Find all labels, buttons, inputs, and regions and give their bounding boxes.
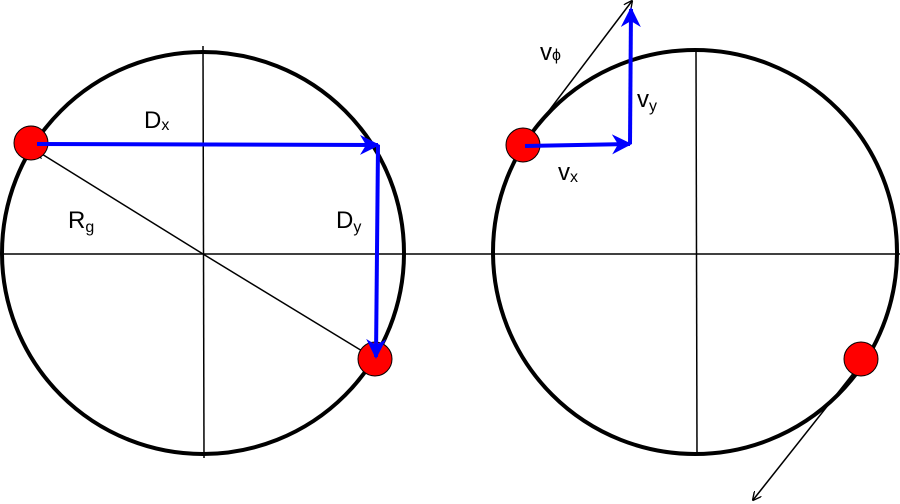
dx-arrow bbox=[36, 134, 380, 155]
vphi-arrow bbox=[522, 1, 632, 146]
vy-label: vy bbox=[637, 86, 657, 115]
right-vertical-axis bbox=[695, 50, 698, 456]
vx-label: vx bbox=[558, 159, 578, 186]
right-panel: vϕ vy vx bbox=[491, 1, 899, 500]
radius-vector-1 bbox=[37, 151, 204, 255]
dy-label: Dy bbox=[336, 207, 361, 236]
dy-arrow bbox=[366, 144, 387, 359]
particle-right-2 bbox=[843, 341, 879, 377]
vx-arrow bbox=[524, 134, 632, 155]
left-vertical-axis bbox=[202, 45, 205, 459]
dx-label: Dx bbox=[144, 107, 169, 134]
right-orbit-circle bbox=[491, 48, 899, 456]
rg-label: Rg bbox=[68, 207, 94, 236]
vy-arrow bbox=[620, 7, 641, 145]
vphi-label: vϕ bbox=[540, 39, 561, 66]
radius-vector-2 bbox=[202, 253, 372, 357]
left-panel: Dx Rg Dy bbox=[0, 45, 406, 459]
velocity-arrow-2 bbox=[753, 360, 864, 500]
